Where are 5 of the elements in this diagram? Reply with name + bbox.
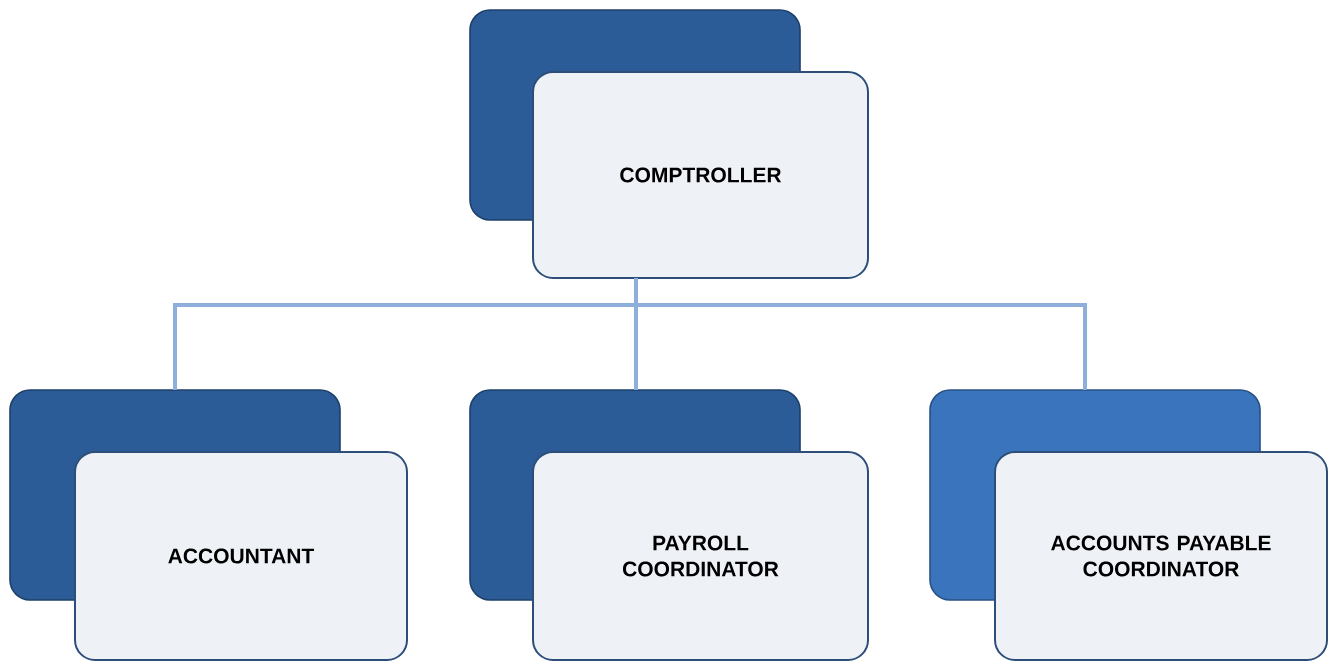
stacked-box: ACCOUNTANT [9, 389, 408, 661]
stacked-box: ACCOUNTS PAYABLE COORDINATOR [929, 389, 1328, 661]
connector-line [634, 278, 1087, 390]
stacked-box: COMPTROLLER [469, 9, 869, 279]
stacked-box: PAYROLL COORDINATOR [469, 389, 869, 661]
